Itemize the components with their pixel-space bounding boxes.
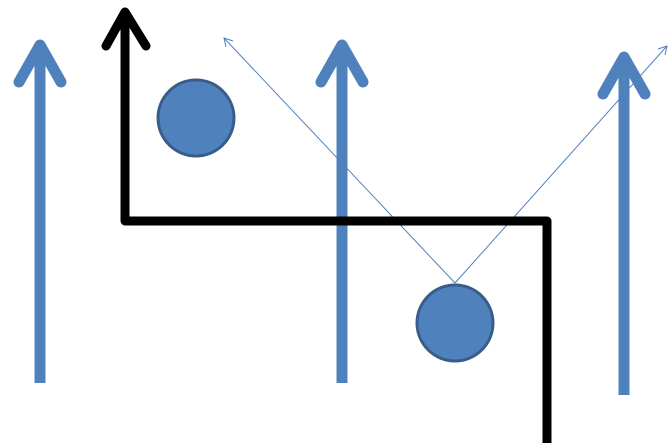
right-blue-arrow — [597, 51, 651, 395]
center-blue-arrow — [315, 39, 369, 383]
black-path-arrow — [101, 7, 552, 443]
thin-arrow-upper-left-head — [223, 37, 234, 48]
left-blue-arrow-head — [13, 39, 67, 88]
circle-upper-left — [156, 78, 236, 158]
thin-arrow-upper-right-line — [454, 45, 668, 284]
black-path-head — [101, 7, 151, 51]
circle-lower-right — [415, 283, 495, 363]
thin-arrow-upper-right-head — [657, 45, 668, 56]
thin-arrow-upper-right — [454, 45, 668, 284]
left-blue-arrow — [13, 39, 67, 383]
black-path-line — [120, 14, 552, 443]
center-blue-arrow-head — [315, 39, 369, 88]
thin-arrow-upper-left — [223, 37, 456, 284]
right-blue-arrow-head — [597, 51, 651, 100]
thin-arrow-upper-left-line — [223, 37, 456, 284]
